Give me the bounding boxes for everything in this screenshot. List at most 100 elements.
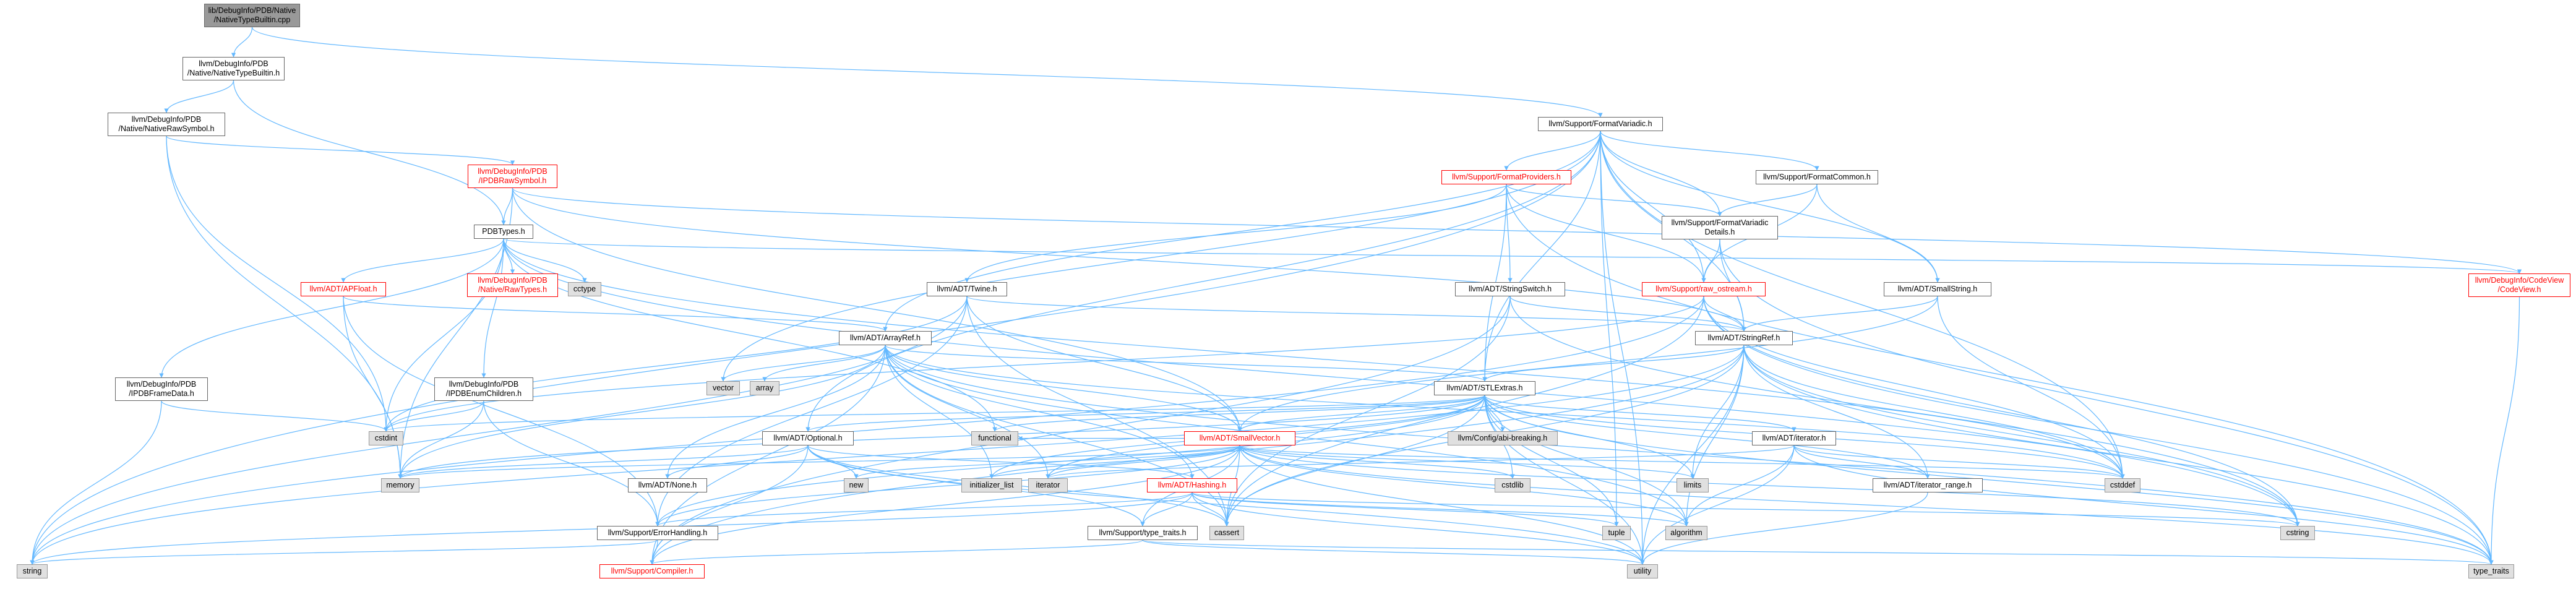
edge-nativerawsymbol-to-cstdint xyxy=(166,135,389,432)
node-string[interactable]: string xyxy=(17,564,48,578)
edge-hashing-to-utility xyxy=(1191,492,1645,565)
node-ipdb-frame-data-h[interactable]: llvm/DebugInfo/PDB /IPDBFrameData.h xyxy=(115,377,208,401)
edge-stlextras-to-functional xyxy=(992,395,1485,432)
edge-arrayref-to-array xyxy=(762,345,886,382)
node-array-ref-h[interactable]: llvm/ADT/ArrayRef.h xyxy=(839,331,932,345)
node-native-raw-symbol-h[interactable]: llvm/DebugInfo/PDB /Native/NativeRawSymb… xyxy=(108,113,225,136)
edge-ipdbrawsymbol-to-stringref xyxy=(512,187,1746,332)
edge-adtiterator-to-cstddef xyxy=(1793,445,2125,479)
edge-typetraits_llvm-to-type_traits xyxy=(1142,540,2493,565)
edge-enumchildren-to-cstdint xyxy=(384,400,484,432)
node-cstdlib[interactable]: cstdlib xyxy=(1495,478,1531,492)
node-cstring[interactable]: cstring xyxy=(2280,526,2315,540)
edge-smallvector-to-new xyxy=(854,445,1240,479)
node-cstdint[interactable]: cstdint xyxy=(369,431,403,445)
edge-formatvariadic-to-utility xyxy=(1600,131,1645,565)
node-functional[interactable]: functional xyxy=(971,431,1018,445)
edge-smallvector-to-iterator xyxy=(1045,445,1240,479)
edge-smallvector-to-type_traits xyxy=(1239,445,2494,565)
edge-formatvariadic-to-optional xyxy=(805,131,1601,432)
edge-formatvariadicdetails-to-type_traits xyxy=(1719,239,2494,565)
node-cassert[interactable]: cassert xyxy=(1209,526,1244,540)
edge-adtiterator-to-algorithm xyxy=(1684,445,1795,527)
edge-formatvariadic-to-cstddef xyxy=(1600,131,2125,479)
node-cctype[interactable]: cctype xyxy=(568,282,601,296)
node-twine-h[interactable]: llvm/ADT/Twine.h xyxy=(927,282,1007,296)
node-small-string-h[interactable]: llvm/ADT/SmallString.h xyxy=(1884,282,1991,296)
edge-adtiterator-to-type_traits xyxy=(1793,445,2494,565)
edge-pdbtypes-to-apfloat xyxy=(341,238,504,283)
node-new[interactable]: new xyxy=(844,478,869,492)
node-ipdb-enum-children-h[interactable]: llvm/DebugInfo/PDB /IPDBEnumChildren.h xyxy=(434,377,533,401)
edge-optional-to-memory xyxy=(398,445,809,479)
edge-smallstring-to-stringref xyxy=(1741,296,1938,332)
edge-iteratorrange-to-utility xyxy=(1640,492,1928,565)
edge-pdbtypes-to-cstddef xyxy=(503,238,2125,479)
node-vector[interactable]: vector xyxy=(706,381,740,395)
edge-stringswitch-to-cstring xyxy=(1509,296,2300,527)
edge-stlextras-to-optional xyxy=(805,395,1485,432)
node-optional-h[interactable]: llvm/ADT/Optional.h xyxy=(762,431,854,445)
edge-stringswitch-to-cassert xyxy=(1224,296,1511,527)
edge-ipdbrawsymbol-to-pdbtypes xyxy=(501,187,513,225)
edge-formatvariadic-to-formatproviders xyxy=(1504,131,1601,171)
edge-arrayref-to-iterator xyxy=(885,345,1050,479)
node-native-raw-types-h[interactable]: llvm/DebugInfo/PDB /Native/RawTypes.h xyxy=(467,273,558,297)
edge-arrayref-to-memory xyxy=(398,345,886,479)
edge-arrayref-to-stlextras xyxy=(885,345,1487,382)
node-error-handling-h[interactable]: llvm/Support/ErrorHandling.h xyxy=(597,526,718,540)
edge-formatvariadic-to-stlextras xyxy=(1482,131,1601,382)
node-cstddef[interactable]: cstddef xyxy=(2105,478,2140,492)
node-string-ref-h[interactable]: llvm/ADT/StringRef.h xyxy=(1695,331,1793,345)
edge-rawostream-to-cstddef xyxy=(1703,296,2125,479)
edge-ipdbrawsymbol-to-memory xyxy=(398,187,513,479)
node-memory[interactable]: memory xyxy=(381,478,419,492)
node-tuple[interactable]: tuple xyxy=(1602,526,1631,540)
node-string-switch-h[interactable]: llvm/ADT/StringSwitch.h xyxy=(1455,282,1565,296)
node-none-h[interactable]: llvm/ADT/None.h xyxy=(628,478,707,492)
node-native-type-builtin-h[interactable]: llvm/DebugInfo/PDB /Native/NativeTypeBui… xyxy=(182,57,285,80)
node-abi-breaking-h[interactable]: llvm/Config/abi-breaking.h xyxy=(1448,431,1558,445)
edge-stlextras-to-tuple xyxy=(1484,395,1619,527)
node-array[interactable]: array xyxy=(750,381,779,395)
edge-typetraits_llvm-to-compiler xyxy=(650,540,1143,565)
node-hashing-h[interactable]: llvm/ADT/Hashing.h xyxy=(1147,478,1237,492)
node-iterator-range-h[interactable]: llvm/ADT/iterator_range.h xyxy=(1873,478,1983,492)
node-initializer-list[interactable]: initializer_list xyxy=(961,478,1022,492)
node-raw-ostream-h[interactable]: llvm/Support/raw_ostream.h xyxy=(1642,282,1766,296)
node-adt-iterator-h[interactable]: llvm/ADT/iterator.h xyxy=(1752,431,1836,445)
node-pdb-types-h[interactable]: PDBTypes.h xyxy=(474,225,533,239)
node-format-variadic-details-h[interactable]: llvm/Support/FormatVariadic Details.h xyxy=(1662,216,1778,239)
edge-smallvector-to-cstddef xyxy=(1239,445,2125,479)
node-iterator[interactable]: iterator xyxy=(1028,478,1068,492)
edge-optional-to-hashing xyxy=(807,445,1195,479)
edge-formatvariadic-to-formatcommon xyxy=(1600,131,1819,171)
node-type-traits[interactable]: type_traits xyxy=(2468,564,2514,578)
edge-ipdbrawsymbol-to-codeview xyxy=(512,187,2522,274)
node-ipdb-raw-symbol-h[interactable]: llvm/DebugInfo/PDB /IPDBRawSymbol.h xyxy=(468,165,557,188)
node-utility[interactable]: utility xyxy=(1627,564,1658,578)
edge-smallvector-to-memory xyxy=(398,445,1240,479)
edge-smallvector-to-cstdlib xyxy=(1239,445,1515,479)
node-format-common-h[interactable]: llvm/Support/FormatCommon.h xyxy=(1756,170,1878,184)
node-limits[interactable]: limits xyxy=(1677,478,1709,492)
node-apfloat-h[interactable]: llvm/ADT/APFloat.h xyxy=(301,282,386,296)
node-format-providers-h[interactable]: llvm/Support/FormatProviders.h xyxy=(1441,170,1571,184)
edge-stlextras-to-adtiterator xyxy=(1484,395,1797,432)
edge-formatproviders-to-type_traits xyxy=(1506,184,2494,565)
edge-smallstring-to-smallvector xyxy=(1237,296,1938,432)
node-stl-extras-h[interactable]: llvm/ADT/STLExtras.h xyxy=(1434,381,1535,395)
edge-smallstring-to-cstddef xyxy=(1937,296,2125,479)
edge-arrayref-to-initializer_list xyxy=(885,345,994,479)
node-codeview-h[interactable]: llvm/DebugInfo/CodeView /CodeView.h xyxy=(2468,273,2570,297)
edge-arrayref-to-none xyxy=(665,345,886,479)
node-compiler-h[interactable]: llvm/Support/Compiler.h xyxy=(599,564,705,578)
edge-codeview-to-type_traits xyxy=(2489,296,2520,565)
node-algorithm[interactable]: algorithm xyxy=(1665,526,1707,540)
node-small-vector-h[interactable]: llvm/ADT/SmallVector.h xyxy=(1184,431,1295,445)
edge-errorhandling-to-string xyxy=(30,540,658,565)
edge-enumchildren-to-memory xyxy=(398,400,484,479)
node-format-variadic-h[interactable]: llvm/Support/FormatVariadic.h xyxy=(1538,117,1663,131)
node-llvm-type-traits-h[interactable]: llvm/Support/type_traits.h xyxy=(1088,526,1198,540)
